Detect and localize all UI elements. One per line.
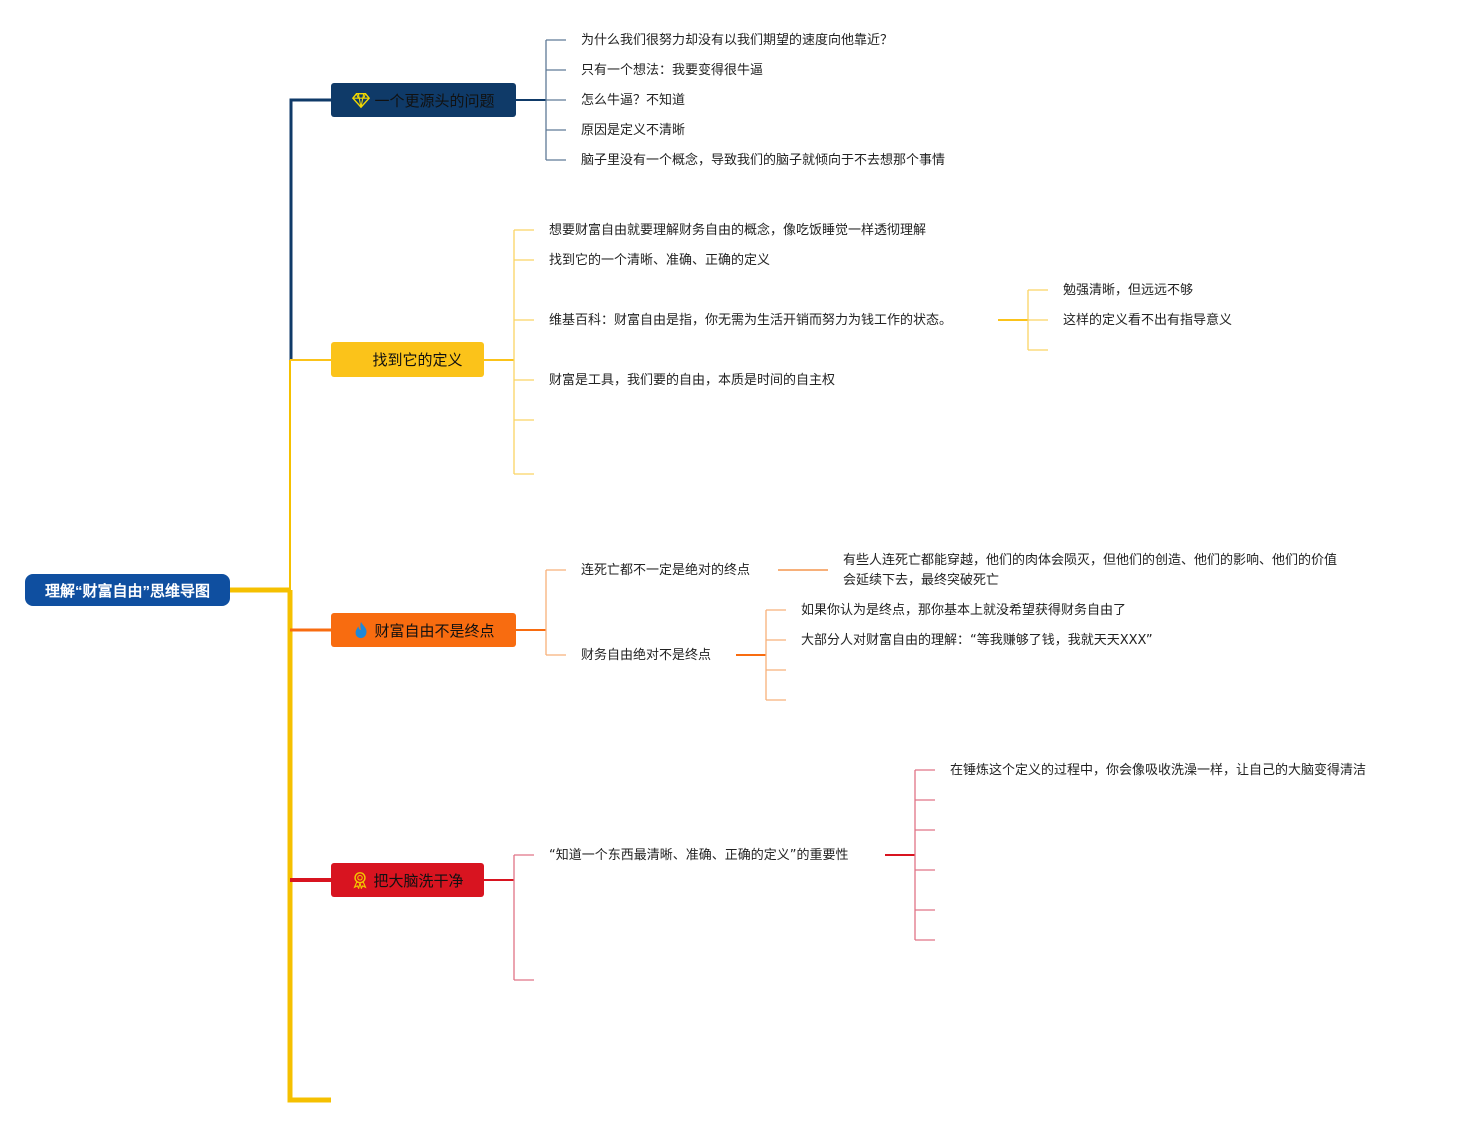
branch1-connector: [289, 98, 331, 360]
root-topic-label: 理解“财富自由”思维导图: [44, 582, 210, 600]
b2-sub-no-guidance[interactable]: 这样的定义看不出有指导意义: [1063, 313, 1233, 328]
b1-item-how[interactable]: 怎么牛逼？不知道: [581, 93, 686, 108]
b2-item-understand[interactable]: 想要财富自由就要理解财务自由的概念，像吃饭睡觉一样透彻理解: [549, 223, 927, 238]
branch-clean-brain[interactable]: 把大脑洗干净: [331, 863, 484, 897]
b1-item-no-concept[interactable]: 脑子里没有一个概念，导致我们的脑子就倾向于不去想那个事情: [581, 153, 946, 168]
branch-source-question[interactable]: 一个更源头的问题: [331, 83, 516, 117]
b3-death-note[interactable]: 有些人连死亡都能穿越，他们的肉体会陨灭，但他们的创造、他们的影响、他们的价值会延…: [843, 553, 1338, 588]
branch-not-the-end-label: 财富自由不是终点: [374, 621, 495, 640]
b3-sub-most-people[interactable]: 大部分人对财富自由的理解：“等我赚够了钱，我就天天XXX”: [801, 633, 1153, 648]
branch-find-definition-label: 找到它的定义: [372, 351, 463, 369]
branch-clean-brain-label: 把大脑洗干净: [373, 871, 464, 890]
b3-sub-bracket: [765, 609, 786, 701]
root-topic[interactable]: 理解“财富自由”思维导图: [25, 574, 230, 606]
b4-sub-temper[interactable]: 在锤炼这个定义的过程中，你会像吸收洗澡一样，让自己的大脑变得清洁: [950, 763, 1367, 778]
b2-bracket: [513, 229, 534, 475]
b4-bracket: [513, 854, 534, 981]
b2-item-wikipedia[interactable]: 维基百科：财富自由是指，你无需为生活开销而努力为钱工作的状态。: [549, 313, 953, 328]
b3-item-not-end[interactable]: 财务自由绝对不是终点: [581, 648, 712, 663]
branch-find-definition[interactable]: 找到它的定义: [331, 342, 484, 377]
b3-sub-if-end[interactable]: 如果你认为是终点，那你基本上就没希望获得财务自由了: [801, 603, 1127, 618]
ribbon-icon: [351, 871, 369, 889]
b2-sub-barely-clear[interactable]: 勉强清晰，但远远不够: [1063, 283, 1194, 298]
b4-sub-bracket: [914, 769, 935, 941]
diamond-icon: [352, 91, 371, 109]
branch-not-the-end[interactable]: 财富自由不是终点: [331, 613, 516, 647]
b1-item-one-idea[interactable]: 只有一个想法：我要变得很牛逼: [581, 63, 764, 78]
b3-bracket: [545, 569, 566, 656]
b1-item-reason[interactable]: 原因是定义不清晰: [581, 123, 686, 138]
branch-source-question-label: 一个更源头的问题: [374, 91, 495, 110]
b2-item-find-definition[interactable]: 找到它的一个清晰、准确、正确的定义: [549, 253, 771, 268]
trunk-lower-line: [287, 590, 331, 1103]
b2-item-wealth-tool[interactable]: 财富是工具，我们要的自由，本质是时间的自主权: [549, 373, 836, 388]
b2-sub-bracket: [1027, 289, 1048, 351]
b4-item-importance[interactable]: “知道一个东西最清晰、准确、正确的定义”的重要性: [549, 848, 849, 863]
b1-item-why-slow[interactable]: 为什么我们很努力却没有以我们期望的速度向他靠近？: [581, 33, 894, 48]
b1-bracket: [545, 39, 566, 161]
b3-item-death[interactable]: 连死亡都不一定是绝对的终点: [581, 563, 751, 578]
fire-icon: [352, 621, 370, 639]
